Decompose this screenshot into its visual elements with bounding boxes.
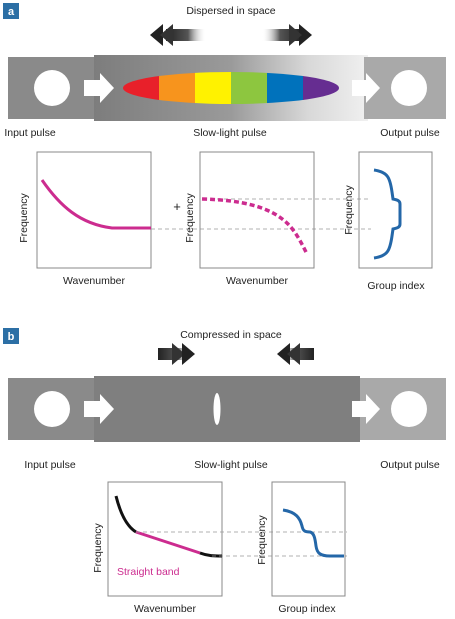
straight-band-label: Straight band [117, 566, 180, 578]
panel-b-badge [3, 328, 19, 344]
plot-frame [199, 151, 315, 269]
plus-sign: + [173, 199, 181, 214]
band-curve-dashed [201, 197, 309, 255]
y-axis-label: Frequency [92, 522, 104, 572]
panel-a-engineered-plot: Wavenumber Frequency [184, 151, 315, 287]
entry-arrow-icon [84, 73, 114, 103]
band-curve-lower [199, 551, 223, 558]
panel-b-title: Compressed in space [180, 329, 282, 341]
band-curve [40, 179, 151, 230]
group-index-curve [373, 168, 402, 260]
y-axis-label: Frequency [343, 184, 355, 234]
panel-b-output-label: Output pulse [380, 459, 440, 471]
panel-b: b Compressed in space Input pulse Slow-l… [3, 328, 446, 615]
input-pulse-icon [34, 70, 70, 106]
panel-b-badge-label: b [8, 331, 15, 343]
panel-a-badge [3, 3, 19, 19]
plot-frame [107, 481, 223, 597]
left-motion-arrows-icon [150, 24, 206, 46]
x-axis-label: Wavenumber [134, 603, 197, 615]
x-axis-label: Group index [278, 603, 336, 615]
dispersed-pulse-spectrum [123, 72, 339, 104]
panel-a-dispersion-plot: Wavenumber Frequency [18, 151, 152, 287]
plot-frame [36, 151, 152, 269]
x-axis-label: Wavenumber [63, 275, 126, 287]
panel-a-title: Dispersed in space [186, 5, 275, 17]
output-pulse-icon [391, 70, 427, 106]
panel-a: a Dispersed in space Input pulse Slow-li… [3, 3, 446, 292]
panel-b-input-label: Input pulse [24, 459, 76, 471]
slow-light-section [94, 376, 360, 442]
panel-b-center-label: Slow-light pulse [194, 459, 268, 471]
spectrum-band-5 [267, 72, 304, 104]
exit-arrow-icon [352, 73, 380, 103]
band-curve-upper [114, 495, 137, 534]
y-axis-label: Frequency [256, 514, 268, 564]
y-axis-label: Frequency [184, 192, 196, 242]
panel-a-input-label: Input pulse [4, 127, 56, 139]
panel-a-group-index-plot: Group index Frequency [343, 151, 433, 292]
straight-band-segment [135, 530, 201, 555]
panel-b-dispersion-plot: Straight band Wavenumber Frequency [92, 481, 223, 615]
panel-a-center-label: Slow-light pulse [193, 127, 267, 139]
x-axis-label: Group index [367, 280, 425, 292]
panel-a-badge-label: a [8, 6, 15, 18]
compressed-pulse-icon [213, 393, 221, 425]
input-pulse-icon [34, 391, 70, 427]
output-pulse-icon [391, 391, 427, 427]
exit-arrow-icon [352, 394, 380, 424]
right-pointing-arrows-icon [158, 343, 195, 365]
right-motion-arrows-icon [262, 24, 312, 46]
spectrum-band-2 [159, 72, 196, 104]
y-axis-label: Frequency [18, 192, 30, 242]
spectrum-band-3 [195, 72, 232, 104]
plot-frame [271, 481, 346, 597]
spectrum-band-4 [231, 72, 268, 104]
group-index-curve [282, 508, 344, 558]
left-pointing-arrows-icon [277, 343, 314, 365]
panel-a-output-label: Output pulse [380, 127, 440, 139]
panel-b-group-index-plot: Group index Frequency [256, 481, 346, 615]
plot-frame [358, 151, 433, 269]
entry-arrow-icon [84, 394, 114, 424]
x-axis-label: Wavenumber [226, 275, 289, 287]
